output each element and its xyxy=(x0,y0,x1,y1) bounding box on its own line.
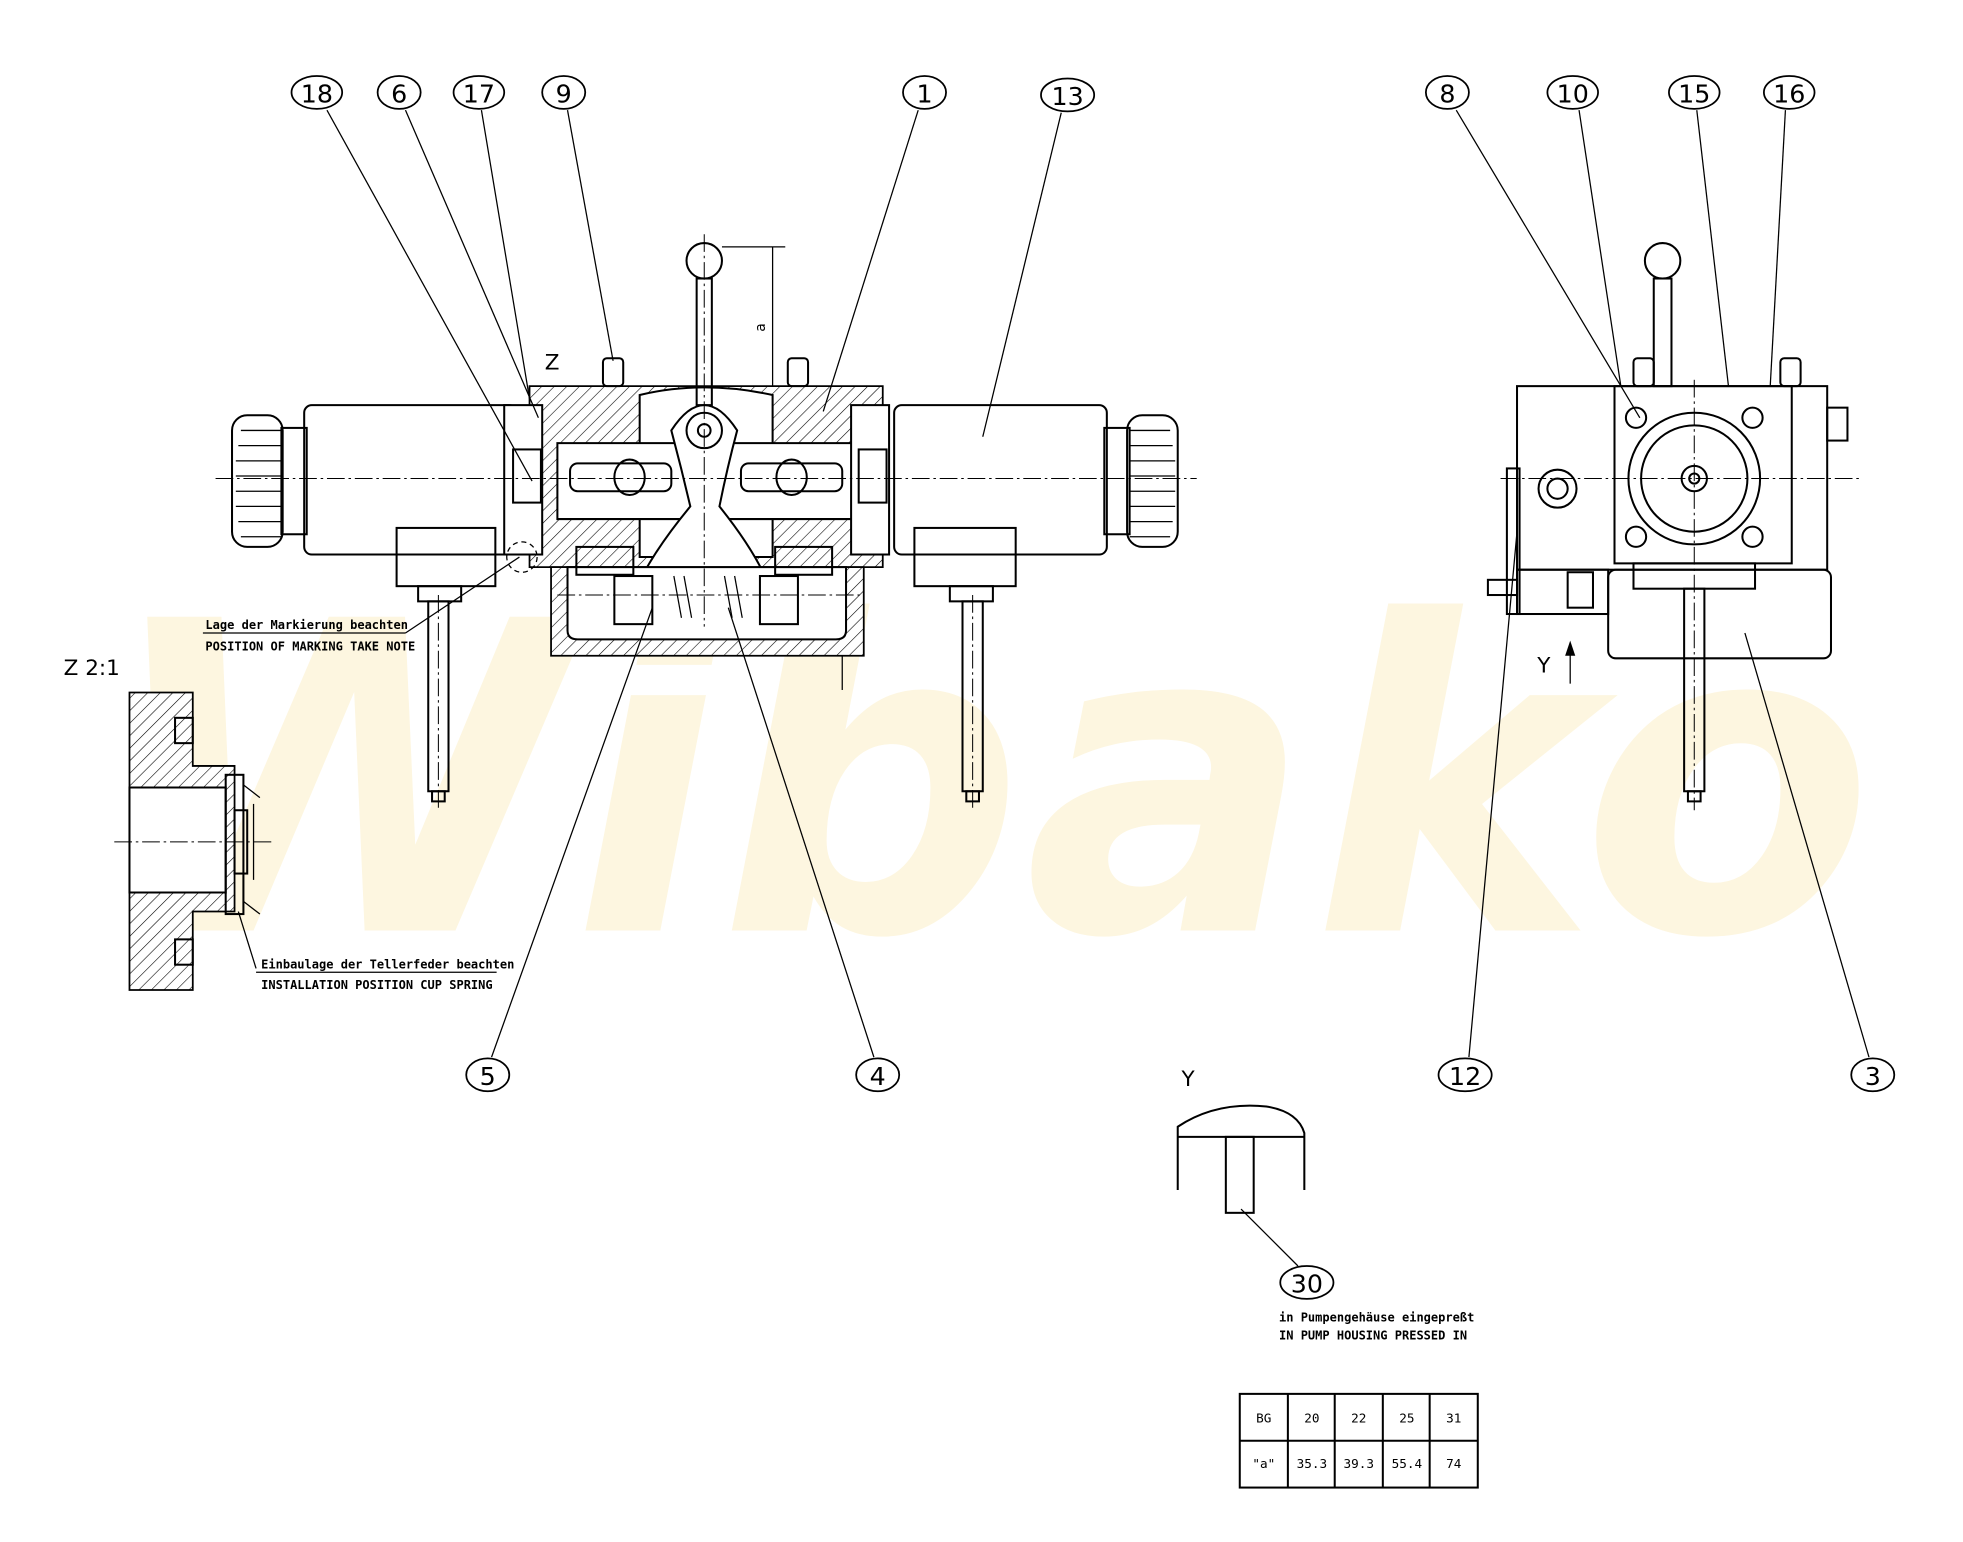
callout-8: 8 xyxy=(1424,75,1470,110)
note-spring-de: Einbaulage der Tellerfeder beachten xyxy=(261,957,514,971)
svg-text:3: 3 xyxy=(1865,1061,1881,1091)
svg-text:30: 30 xyxy=(1291,1269,1323,1299)
detail-z-title: Z 2:1 xyxy=(64,656,120,681)
svg-text:13: 13 xyxy=(1051,81,1083,111)
note-pressed-de: in Pumpengehäuse eingepreßt xyxy=(1279,1311,1474,1325)
table-cell: 39.3 xyxy=(1344,1456,1374,1471)
callout-18: 18 xyxy=(290,75,344,110)
valve-front-section-view: a Z xyxy=(215,234,1197,811)
svg-text:1: 1 xyxy=(916,79,932,109)
callout-4: 4 xyxy=(855,1057,901,1093)
view-y-arrow-label: Y xyxy=(1536,653,1551,678)
table-cell: 31 xyxy=(1446,1410,1461,1425)
callout-12: 12 xyxy=(1437,1057,1493,1093)
table-cell: 22 xyxy=(1351,1410,1366,1425)
dim-a-label: a xyxy=(753,323,769,332)
view-y: Y in Pumpengehäuse eingepreßt IN PUMP HO… xyxy=(1176,1067,1474,1342)
table-cell: 20 xyxy=(1304,1410,1319,1425)
svg-text:POSITION OF MARKING TAKE NOTE: POSITION OF MARKING TAKE NOTE xyxy=(205,640,415,654)
valve-side-view: Y xyxy=(1486,242,1862,811)
svg-text:9: 9 xyxy=(556,79,572,109)
svg-text:10: 10 xyxy=(1557,79,1589,109)
callout-10: 10 xyxy=(1546,75,1599,110)
svg-text:16: 16 xyxy=(1773,79,1805,109)
callout-13: 13 xyxy=(1040,77,1096,113)
detail-z-marker: Z xyxy=(545,351,560,376)
note-marking: Lage der Markierung beachten POSITION OF… xyxy=(202,556,520,654)
note-pressed-en: IN PUMP HOUSING PRESSED IN xyxy=(1279,1328,1467,1342)
table-cell: 74 xyxy=(1446,1456,1462,1471)
detail-z-view: Z 2:1 Einbaulage der Tellerfeder beachte… xyxy=(64,656,515,992)
table-cell: BG xyxy=(1256,1410,1271,1425)
svg-text:8: 8 xyxy=(1439,79,1455,109)
table-cell: 35.3 xyxy=(1297,1456,1327,1471)
svg-text:18: 18 xyxy=(301,79,333,109)
callout-1: 1 xyxy=(902,75,947,110)
callout-17: 17 xyxy=(452,75,506,110)
note-spring-en: INSTALLATION POSITION CUP SPRING xyxy=(261,978,493,992)
callout-16: 16 xyxy=(1763,75,1816,110)
callout-5: 5 xyxy=(465,1057,511,1093)
leader-lines xyxy=(326,109,1870,1058)
view-y-title: Y xyxy=(1181,1067,1196,1092)
callout-balloons: 18 6 17 9 1 13 8 10 15 16 5 4 12 3 30 xyxy=(290,75,1896,1300)
svg-text:15: 15 xyxy=(1678,79,1710,109)
svg-text:6: 6 xyxy=(391,79,407,109)
callout-3: 3 xyxy=(1850,1057,1896,1093)
table-cell: "a" xyxy=(1252,1456,1275,1471)
table-cell: 25 xyxy=(1399,1410,1414,1425)
dimension-table: BG 20 22 25 31 "a" 35.3 39.3 55.4 74 xyxy=(1238,1392,1479,1489)
svg-text:17: 17 xyxy=(463,79,495,109)
svg-text:12: 12 xyxy=(1449,1061,1481,1091)
svg-text:5: 5 xyxy=(480,1061,496,1091)
callout-15: 15 xyxy=(1668,75,1721,110)
callout-30: 30 xyxy=(1279,1265,1335,1300)
svg-text:Lage der Markierung beachten: Lage der Markierung beachten xyxy=(205,618,408,632)
svg-text:4: 4 xyxy=(870,1061,886,1091)
callout-6: 6 xyxy=(376,75,422,110)
callout-9: 9 xyxy=(541,75,587,110)
table-cell: 55.4 xyxy=(1392,1456,1423,1471)
